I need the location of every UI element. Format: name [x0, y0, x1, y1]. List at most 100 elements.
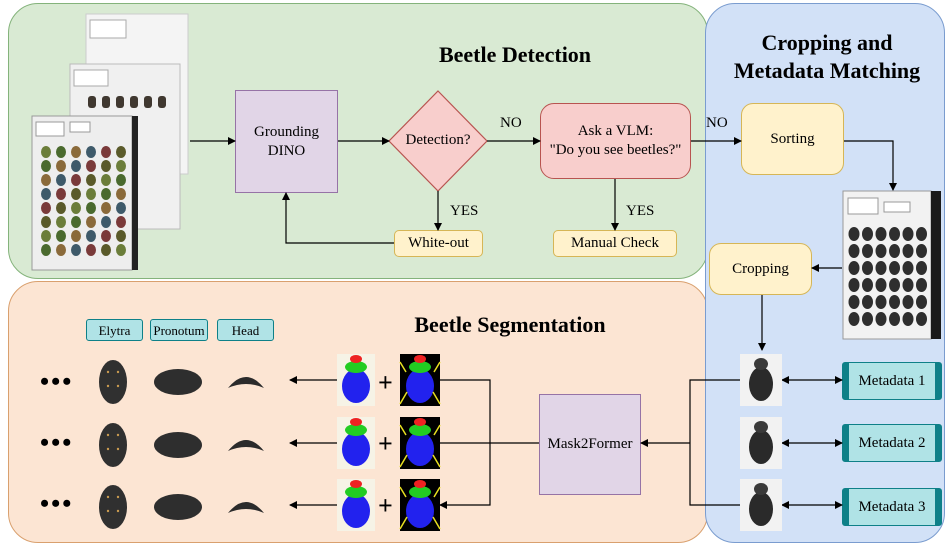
elytra-tag: Elytra [86, 319, 143, 341]
arrows-layer [190, 137, 897, 506]
drawer-beetle [71, 244, 81, 256]
head-part-1 [228, 377, 264, 388]
drawer-beetle [56, 230, 66, 242]
drawer-beetle [71, 216, 81, 228]
elytra-spot [116, 447, 120, 451]
plus-row-3: + [378, 491, 393, 520]
ellipsis-row-1: ••• [40, 367, 74, 396]
mask2former-box: Mask2Former [539, 394, 641, 495]
drawer-beetle [86, 216, 96, 228]
edge-label-yes-2: YES [626, 203, 655, 219]
drawer-beetle [116, 160, 126, 172]
cropped-beetle-body [749, 430, 773, 464]
drawer-beetle [41, 174, 51, 186]
elytra-spot [106, 509, 110, 513]
drawer-beetle [41, 230, 51, 242]
drawer-beetle [71, 174, 81, 186]
drawer-beetle [41, 244, 51, 256]
elytra-spot [106, 370, 110, 374]
sorted-beetle [848, 244, 860, 258]
sorted-beetle [889, 312, 900, 326]
mask-pronotum [409, 424, 431, 436]
drawer-beetle [101, 216, 111, 228]
elytra-spot [116, 495, 120, 499]
drawer-beetle [56, 216, 66, 228]
sorted-beetle [902, 227, 914, 241]
drawer-image-stack [30, 12, 190, 272]
cropped-beetle-head [754, 358, 768, 370]
plus-row-1: + [378, 368, 393, 397]
beetle-segmentation-title: Beetle Segmentation [414, 312, 606, 337]
drawer-beetle [41, 160, 51, 172]
sorted-beetle [916, 278, 927, 292]
sorted-beetle [862, 261, 873, 275]
drawer-beetle [101, 202, 111, 214]
drawer-beetle [71, 188, 81, 200]
drawer-beetle [86, 230, 96, 242]
elytra-part-1 [99, 360, 127, 404]
sorted-beetle [875, 244, 887, 258]
drawer-beetle [71, 160, 81, 172]
ellipsis-row-3: ••• [40, 489, 74, 518]
drawer-beetle [86, 174, 96, 186]
sorted-beetle [875, 227, 887, 241]
elytra-spot [106, 495, 110, 499]
overlay-body [342, 494, 370, 528]
sorted-beetle [902, 278, 914, 292]
sorted-beetle-grid [848, 227, 927, 326]
sorted-beetle [902, 244, 914, 258]
drawer-beetle [101, 244, 111, 256]
drawer-beetle [116, 230, 126, 242]
grounding-dino-label-1: Grounding [254, 123, 319, 140]
sorted-drawer-image [842, 190, 942, 340]
sorted-beetle [916, 295, 927, 309]
drawer-beetle [41, 216, 51, 228]
head-tag: Head [217, 319, 274, 341]
elytra-spot [116, 509, 120, 513]
drawer-beetle [101, 160, 111, 172]
drawer-beetle [56, 174, 66, 186]
sorted-beetle [889, 278, 900, 292]
cropped-beetle-head [754, 483, 768, 495]
sorted-beetle [916, 312, 927, 326]
pronotum-part-2 [154, 432, 202, 458]
mask-pronotum [409, 486, 431, 498]
mask-head [414, 418, 426, 426]
elytra-spot [116, 370, 120, 374]
sorted-beetle [875, 278, 887, 292]
mask-body [406, 369, 434, 403]
drawer-beetle [86, 146, 96, 158]
arrow-whiteout-to-dino [282, 192, 394, 244]
mask-head [414, 480, 426, 488]
drawer-beetle [41, 146, 51, 158]
cropped-beetle-head [754, 421, 768, 433]
drawer-beetle [116, 146, 126, 158]
plus-row-2: + [378, 429, 393, 458]
drawer-beetle [116, 188, 126, 200]
sorted-beetle [902, 261, 914, 275]
arrow-crops-to-mask2former [641, 379, 740, 506]
drawer-beetle [56, 160, 66, 172]
cropping-title-line1: Cropping and [761, 30, 893, 55]
drawer-beetle [116, 174, 126, 186]
grounding-dino-label-2: DINO [267, 142, 306, 159]
drawer-beetle [71, 230, 81, 242]
elytra-spot [116, 384, 120, 388]
drawer-beetle [86, 202, 96, 214]
arrow-mask2former-to-masks [440, 379, 539, 505]
sorted-beetle [875, 312, 887, 326]
cropping-title-line2: Metadata Matching [733, 58, 921, 83]
sorted-beetle [902, 312, 914, 326]
drawer-beetle-grid [41, 146, 126, 256]
sorted-beetle [862, 295, 873, 309]
elytra-spot [106, 384, 110, 388]
manual-check-box: Manual Check [553, 230, 677, 257]
white-out-box: White-out [394, 230, 483, 257]
head-part-2 [228, 440, 264, 451]
drawer-beetle [86, 160, 96, 172]
specimen-images-layer [99, 354, 782, 531]
drawer-beetle [56, 146, 66, 158]
drawer-beetle [56, 188, 66, 200]
elytra-spot [106, 433, 110, 437]
sorted-beetle [848, 312, 860, 326]
